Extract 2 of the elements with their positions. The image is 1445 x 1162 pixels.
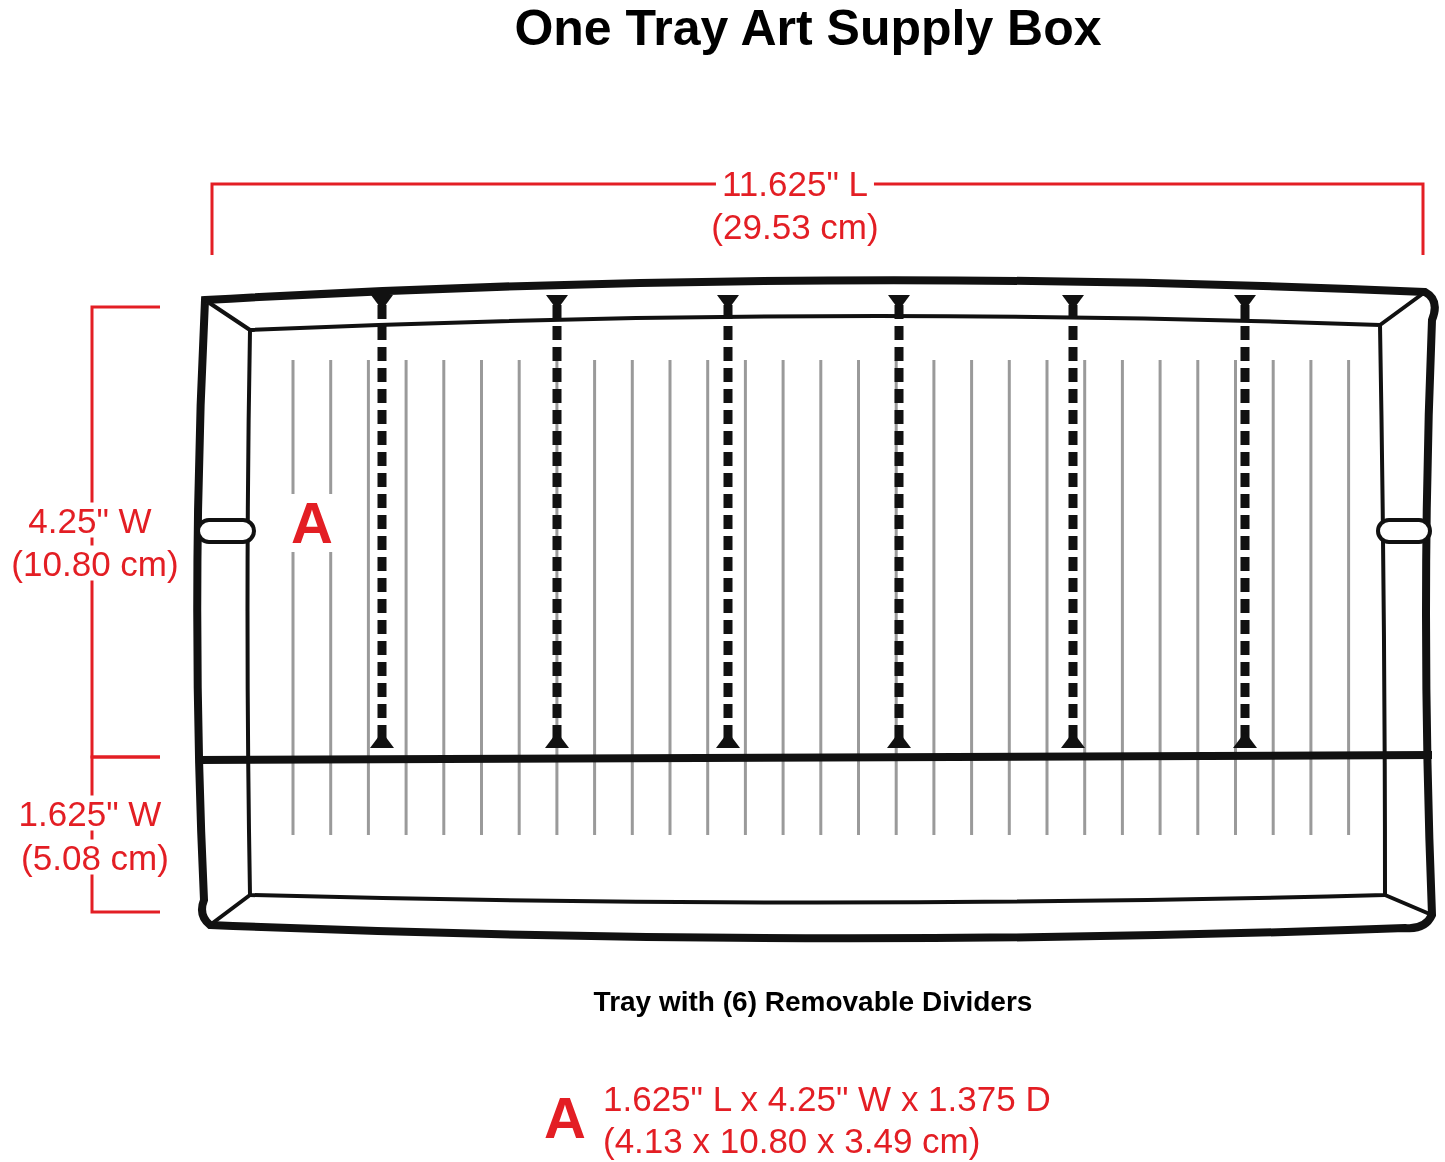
spec-text: 1.625" L x 4.25" W x 1.375 D [603, 1080, 1051, 1116]
spec-text: (4.13 x 10.80 x 3.49 cm) [603, 1122, 981, 1158]
